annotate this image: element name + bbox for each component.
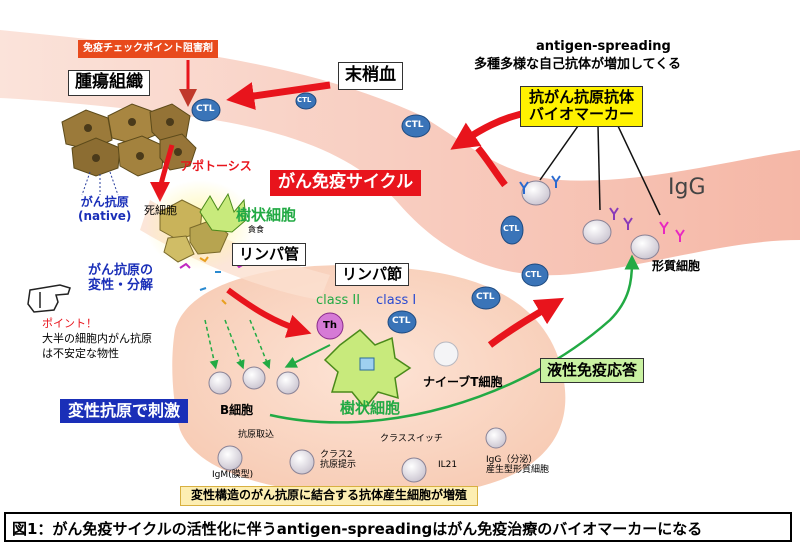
arrow-ctl-upward — [475, 145, 508, 188]
cancer-antigen-native-label: がん抗原 (native) — [78, 195, 132, 224]
plasma-cell-label: 形質細胞 — [652, 259, 701, 273]
cancer-antigen-line-1: がん抗原 — [80, 195, 129, 209]
igg-secretion-line-2: 産生型形質細胞 — [486, 465, 550, 476]
ctl-label: CTL — [297, 96, 312, 104]
blood-vessel-band — [0, 30, 800, 276]
class2-presentation-line-1: クラス2 — [320, 450, 353, 460]
il21-label: IL21 — [438, 460, 458, 470]
arrow-node-to-blood — [487, 297, 565, 348]
dendritic-cell-top-label: 樹状細胞 — [236, 206, 297, 224]
checkpoint-inhibitor-label: 免疫チェックポイント阻害剤 — [78, 40, 218, 58]
th-label: Th — [323, 320, 337, 331]
ctl-cells — [191, 92, 549, 334]
dendritic-cell-top — [199, 192, 247, 233]
cancer-immunity-cycle-label: がん免疫サイクル — [270, 170, 422, 196]
bottom-cells — [217, 427, 507, 483]
ctl-label: CTL — [525, 270, 542, 279]
point-line-2: は不安定な物性 — [42, 347, 119, 360]
biomarker-line-1: 抗がん抗原抗体 — [529, 88, 635, 106]
igg-secretion-label: IgG（分泌） 産生型形質細胞 — [486, 455, 549, 476]
igg-secretion-line-1: IgG（分泌） — [486, 455, 538, 465]
class2-label: class II — [316, 293, 361, 308]
dendritic-cell-bottom-label: 樹状細胞 — [340, 399, 401, 417]
point-line-1: 大半の細胞内がん抗原 — [42, 332, 152, 345]
class-switch-label: クラススイッチ — [380, 434, 443, 444]
dashed-green-arrows — [204, 319, 271, 370]
arrow-to-lymph-node — [226, 287, 312, 338]
igm-membrane-label: IgM(膜型) — [212, 470, 254, 480]
peripheral-blood-label: 末梢血 — [338, 62, 403, 90]
ctl-label: CTL — [405, 120, 424, 130]
antigen-spreading-title: antigen-spreading — [536, 39, 671, 54]
pointing-hand-icon — [27, 284, 71, 313]
plasma-cells — [521, 180, 660, 260]
denaturation-line-1: がん抗原の — [88, 263, 154, 278]
antibody-y-shapes — [519, 175, 685, 242]
dead-cells — [159, 199, 229, 263]
denaturation-label: がん抗原の 変性・分解 — [88, 263, 154, 294]
antigen-spreading-subtitle: 多種多様な自己抗体が増加してくる — [474, 57, 681, 72]
biomarker-box: 抗がん抗原抗体 バイオマーカー — [520, 86, 644, 127]
lymph-node-label: リンパ節 — [335, 263, 410, 287]
denatured-stimulation-label: 変性抗原で刺激 — [60, 399, 189, 424]
th-cell — [316, 312, 344, 340]
arrow-blood-to-tumor — [226, 81, 331, 110]
class1-label: class I — [376, 293, 417, 308]
igg-label: IgG — [668, 175, 706, 200]
class2-presentation-label: クラス2 抗原提示 — [320, 450, 356, 471]
antigen-uptake-label: 抗原取込 — [238, 430, 275, 440]
ctl-label: CTL — [503, 224, 520, 233]
cancer-antigen-line-2: (native) — [78, 208, 132, 223]
lymph-vessel-label: リンパ管 — [232, 243, 307, 267]
b-cells — [208, 366, 300, 395]
arrow-dc-to-bcell — [284, 344, 331, 368]
point-title: ポイント！ — [42, 317, 97, 330]
tumor-tissue-label: 腫瘍組織 — [68, 70, 150, 96]
bottom-banner: 変性構造のがん抗原に結合する抗体産生細胞が増殖 — [180, 486, 479, 506]
dead-cell-label: 死細胞 — [144, 204, 177, 217]
humoral-response-label: 液性免疫応答 — [540, 358, 645, 384]
b-cell-label: B細胞 — [220, 403, 254, 417]
denaturation-line-2: 変性・分解 — [88, 277, 154, 293]
ctl-label: CTL — [196, 104, 215, 114]
phagocytosis-label: 貪食 — [248, 225, 264, 234]
biomarker-pointer-lines — [539, 125, 661, 216]
apoptosis-label: アポトーシス — [180, 159, 252, 173]
arrow-apoptosis — [150, 144, 175, 202]
ctl-label: CTL — [476, 292, 495, 302]
biomarker-line-2: バイオマーカー — [529, 105, 635, 124]
naive-t-cell — [433, 341, 459, 367]
naive-t-cell-label: ナイーブT細胞 — [423, 375, 503, 389]
figure-caption: 図1：がん免疫サイクルの活性化に伴うantigen-spreadingはがん免疫… — [4, 512, 792, 542]
class2-presentation-line-2: 抗原提示 — [320, 460, 357, 471]
tumor-tissue-cells — [61, 103, 197, 196]
ctl-label: CTL — [392, 316, 411, 326]
